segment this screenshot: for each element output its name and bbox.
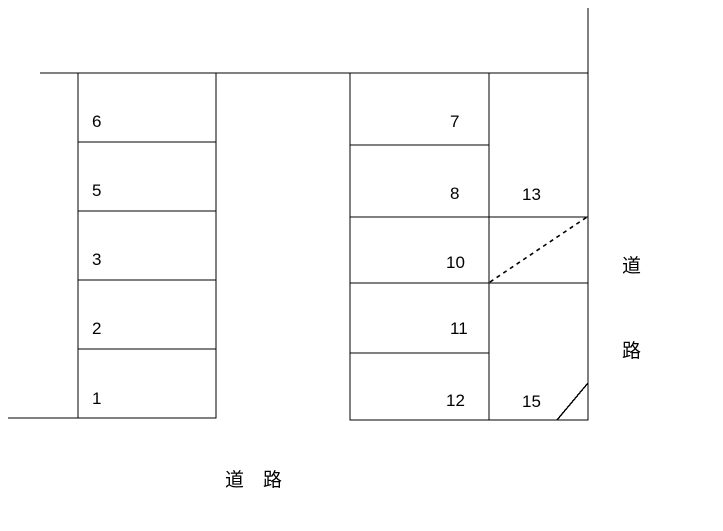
right-block (349, 72, 589, 421)
left-block-outline (77, 72, 217, 419)
right-block-outline (349, 72, 589, 421)
plot-label-7: 7 (450, 112, 460, 131)
plot-label-3: 3 (92, 250, 102, 269)
left-block (77, 72, 217, 419)
road-label-bottom: 道 路 (225, 469, 283, 491)
plot-label-10: 10 (446, 253, 465, 272)
plot-label-11: 11 (450, 319, 468, 338)
plot-label-13: 13 (522, 185, 541, 204)
plot-label-15: 15 (522, 392, 541, 411)
plot-label-1: 1 (92, 389, 102, 408)
plot-label-2: 2 (92, 319, 102, 338)
road-label-right-char-2: 路 (622, 340, 642, 362)
road-label-right-char-1: 道 (622, 255, 642, 277)
driveway-dotted-diagonal (489, 216, 588, 283)
plot-label-8: 8 (450, 184, 460, 203)
road-label-right: 道 路 (622, 219, 646, 427)
boundary-lines (8, 8, 589, 421)
plot-label-6: 6 (92, 112, 102, 131)
plot-label-5: 5 (92, 181, 102, 200)
driveway-dotted-diagonal-line (489, 216, 588, 283)
corner-chamfer-line (556, 382, 589, 421)
plot-label-12: 12 (446, 391, 465, 410)
